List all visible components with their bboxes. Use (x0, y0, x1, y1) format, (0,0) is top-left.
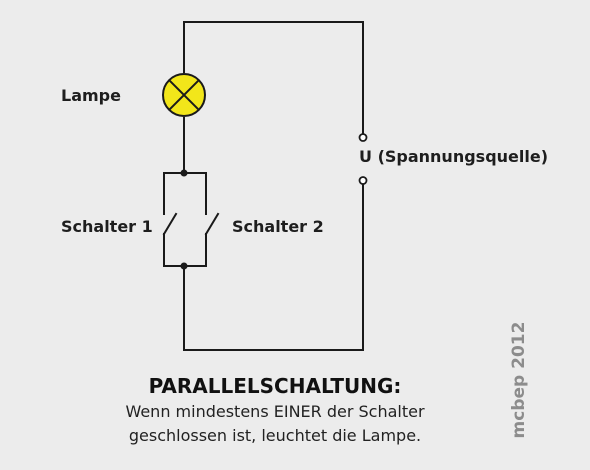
source-terminal-bottom (358, 176, 368, 185)
source-terminal-top (358, 133, 368, 142)
branch-top-bar (163, 172, 207, 215)
wire-top (183, 21, 364, 135)
junction-top (180, 169, 188, 177)
switch-1-label: Schalter 1 (61, 217, 153, 236)
diagram-title: PARALLELSCHALTUNG: (148, 374, 402, 398)
wire-bottom (183, 181, 364, 351)
switch-2-label: Schalter 2 (232, 217, 324, 236)
switch-1-blade (162, 212, 178, 236)
description-line-1: Wenn mindestens EINER der Schalter (125, 402, 425, 421)
switch-2-blade (204, 212, 220, 236)
source-label: U (Spannungsquelle) (359, 147, 549, 166)
description-line-2: geschlossen ist, leuchtet die Lampe. (128, 426, 422, 445)
junction-bottom (180, 262, 188, 270)
lamp-label: Lampe (61, 86, 121, 105)
branch-bottom-bar (163, 233, 207, 267)
lamp-icon (162, 73, 206, 117)
credit-watermark: mcbep 2012 (509, 321, 529, 439)
